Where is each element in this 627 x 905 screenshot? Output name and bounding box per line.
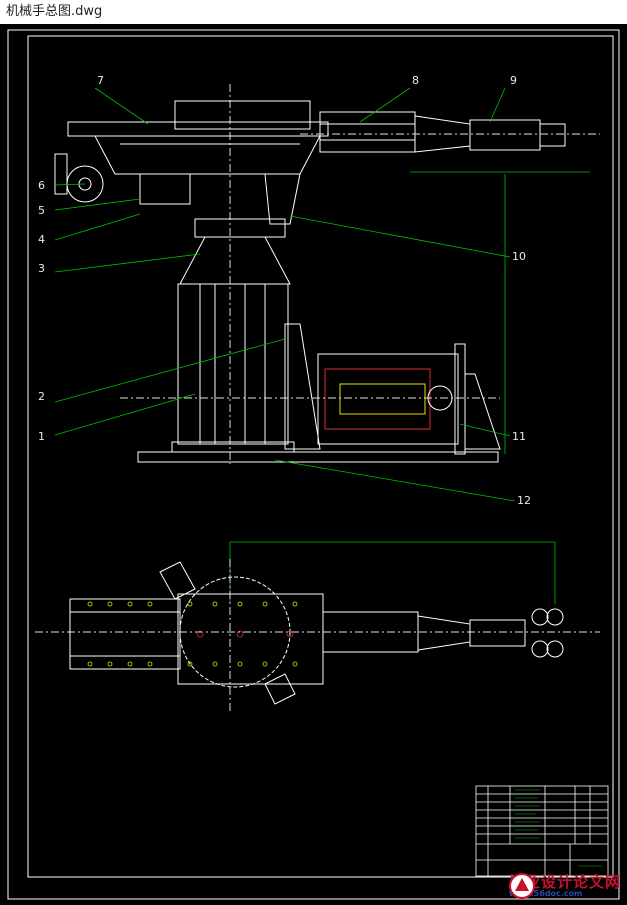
part-label-6: 6 <box>38 179 45 192</box>
part-label-4: 4 <box>38 233 45 246</box>
leader-lines <box>54 87 516 502</box>
part-label-8: 8 <box>412 74 419 87</box>
part-label-5: 5 <box>38 204 45 217</box>
title-block-fills <box>515 789 602 867</box>
part-label-11: 11 <box>512 430 526 443</box>
title-block <box>475 785 609 877</box>
part-label-2: 2 <box>38 390 45 403</box>
watermark-url: www.56doc.com <box>508 888 583 898</box>
inner-frame <box>27 35 614 878</box>
site-watermark: 毕业设计论文网 www.56doc.com <box>508 872 621 899</box>
dimension-lines <box>229 171 590 604</box>
part-label-7: 7 <box>97 74 104 87</box>
part-number-labels: 1 2 3 4 5 6 7 8 9 10 11 12 <box>38 74 531 507</box>
cad-drawing-canvas[interactable]: 1 2 3 4 5 6 7 8 9 10 11 12 <box>0 24 627 905</box>
part-label-10: 10 <box>512 250 526 263</box>
outer-frame <box>7 29 620 900</box>
watermark-logo-icon <box>508 873 535 899</box>
cad-drawing: 1 2 3 4 5 6 7 8 9 10 11 12 <box>7 29 620 900</box>
top-view-bolts <box>87 601 298 667</box>
part-label-1: 1 <box>38 430 45 443</box>
top-view-accents <box>196 630 294 638</box>
part-label-3: 3 <box>38 262 45 275</box>
window-title: 机械手总图.dwg <box>0 0 627 24</box>
top-view <box>35 559 600 714</box>
part-label-9: 9 <box>510 74 517 87</box>
front-view <box>54 84 600 464</box>
part-label-12: 12 <box>517 494 531 507</box>
watermark-text: 毕业设计论文网 <box>508 872 621 891</box>
